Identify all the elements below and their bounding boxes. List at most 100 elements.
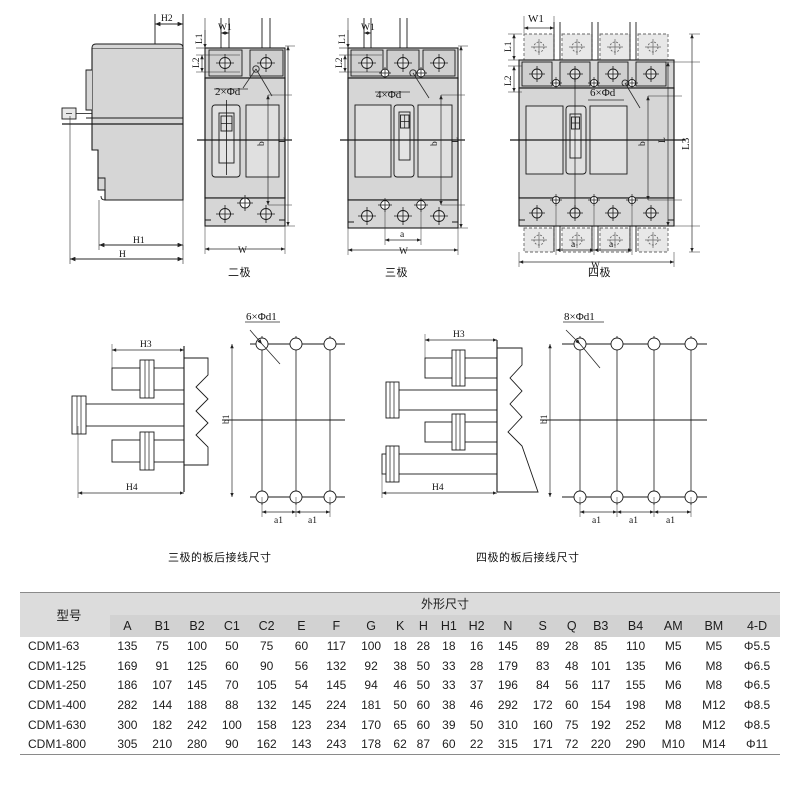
cell-c2: 158 [249, 714, 285, 735]
cell-b1: 210 [144, 734, 180, 755]
three-pole-front-view [340, 18, 465, 229]
rear-connection-four-pole [381, 340, 539, 493]
cell-b4: 252 [618, 714, 653, 735]
caption-four-pole: 四极 [588, 267, 611, 279]
cell-f: 145 [318, 675, 354, 696]
cell-h1: 38 [434, 695, 463, 715]
cell-k: 38 [388, 656, 412, 676]
cell-bm: M5 [693, 636, 735, 657]
cell-4-d: Φ11 [734, 734, 780, 755]
cell-b1: 107 [144, 675, 180, 696]
label-a1-4p: a [571, 240, 576, 250]
cell-c2: 90 [249, 656, 285, 676]
two-pole-front-view [197, 18, 292, 227]
label-a1-4p-2: a1 [629, 516, 638, 526]
cell-g: 94 [353, 675, 389, 696]
cell-b3: 85 [583, 636, 619, 657]
label-6xPhid1: 6×Φd1 [246, 311, 277, 323]
cell-4-d: Φ5.5 [734, 636, 780, 657]
cell-b2: 125 [179, 656, 215, 676]
dim-4p-net [508, 16, 700, 267]
cell-k: 46 [388, 675, 412, 696]
cell-h1: 18 [434, 636, 463, 657]
cell-model: CDM1-250 [20, 675, 110, 696]
cell-g: 178 [353, 734, 389, 755]
cell-c2: 75 [249, 636, 285, 657]
cell-b1: 144 [144, 695, 180, 715]
column-header-k: K [388, 614, 412, 637]
cell-c1: 88 [214, 695, 250, 715]
caption-two-pole: 二极 [228, 267, 251, 279]
cell-e: 60 [284, 636, 319, 657]
label-H2: H2 [161, 14, 173, 24]
cell-f: 224 [318, 695, 354, 715]
cell-4-d: Φ8.5 [734, 714, 780, 735]
column-header-4-d: 4-D [734, 614, 780, 637]
column-header-f: F [318, 614, 354, 637]
label-L2-4p: L2 [504, 75, 514, 86]
cell-c2: 162 [249, 734, 285, 755]
cell-b2: 188 [179, 695, 215, 715]
cell-s: 84 [525, 675, 561, 696]
cell-e: 123 [284, 714, 319, 735]
column-header-h1: H1 [434, 614, 463, 637]
cell-b2: 280 [179, 734, 215, 755]
cell-model: CDM1-400 [20, 695, 110, 715]
cell-a: 169 [110, 656, 145, 676]
header-dimensions-group: 外形尺寸 [110, 592, 780, 615]
cell-c2: 132 [249, 695, 285, 715]
technical-drawings-area: H2 H1 H L1 L2 W1 W b L 2×Φd L1 L2 W1 W a… [61, 13, 707, 564]
cell-model: CDM1-800 [20, 734, 110, 755]
column-header-g: G [353, 614, 389, 637]
label-L-4p: L [658, 137, 668, 143]
cell-h1: 60 [434, 734, 463, 755]
cell-b4: 290 [618, 734, 653, 755]
cell-b4: 135 [618, 656, 653, 676]
label-H: H [119, 250, 126, 260]
cell-h1: 33 [434, 675, 463, 696]
label-8xPhid1: 8×Φd1 [564, 311, 595, 323]
cell-b2: 242 [179, 714, 215, 735]
cell-n: 315 [490, 734, 526, 755]
cell-h1: 39 [434, 714, 463, 735]
cell-h: 60 [411, 695, 435, 715]
cell-k: 65 [388, 714, 412, 735]
label-W1-3p: W1 [361, 23, 375, 33]
cell-b2: 145 [179, 675, 215, 696]
cell-q: 56 [560, 675, 584, 696]
cell-e: 145 [284, 695, 319, 715]
label-6xPhid: 6×Φd [590, 87, 616, 99]
cell-s: 83 [525, 656, 561, 676]
label-4xPhid: 4×Φd [376, 89, 402, 101]
caption-rear-three-pole: 三极的板后接线尺寸 [168, 552, 272, 564]
label-a1-3p-1: a1 [274, 516, 283, 526]
cell-a: 135 [110, 636, 145, 657]
cell-h2: 37 [462, 675, 491, 696]
column-header-h2: H2 [462, 614, 491, 637]
cell-g: 92 [353, 656, 389, 676]
label-b-3p: b [430, 141, 440, 146]
cell-c1: 90 [214, 734, 250, 755]
cell-bm: M12 [693, 714, 735, 735]
cell-h2: 16 [462, 636, 491, 657]
header-model: 型号 [20, 592, 110, 637]
label-H4-3p: H4 [126, 483, 138, 493]
cell-f: 117 [318, 636, 354, 657]
cell-a: 300 [110, 714, 145, 735]
cell-c1: 100 [214, 714, 250, 735]
label-H3-3p: H3 [140, 340, 152, 350]
label-L1-3p: L1 [338, 33, 348, 44]
cell-b3: 220 [583, 734, 619, 755]
column-header-e: E [284, 614, 319, 637]
cell-s: 160 [525, 714, 561, 735]
cell-a: 282 [110, 695, 145, 715]
label-L2-2p: L2 [192, 57, 202, 68]
cell-h1: 33 [434, 656, 463, 676]
cell-bm: M14 [693, 734, 735, 755]
rear-hole-pattern-3p [77, 321, 345, 517]
